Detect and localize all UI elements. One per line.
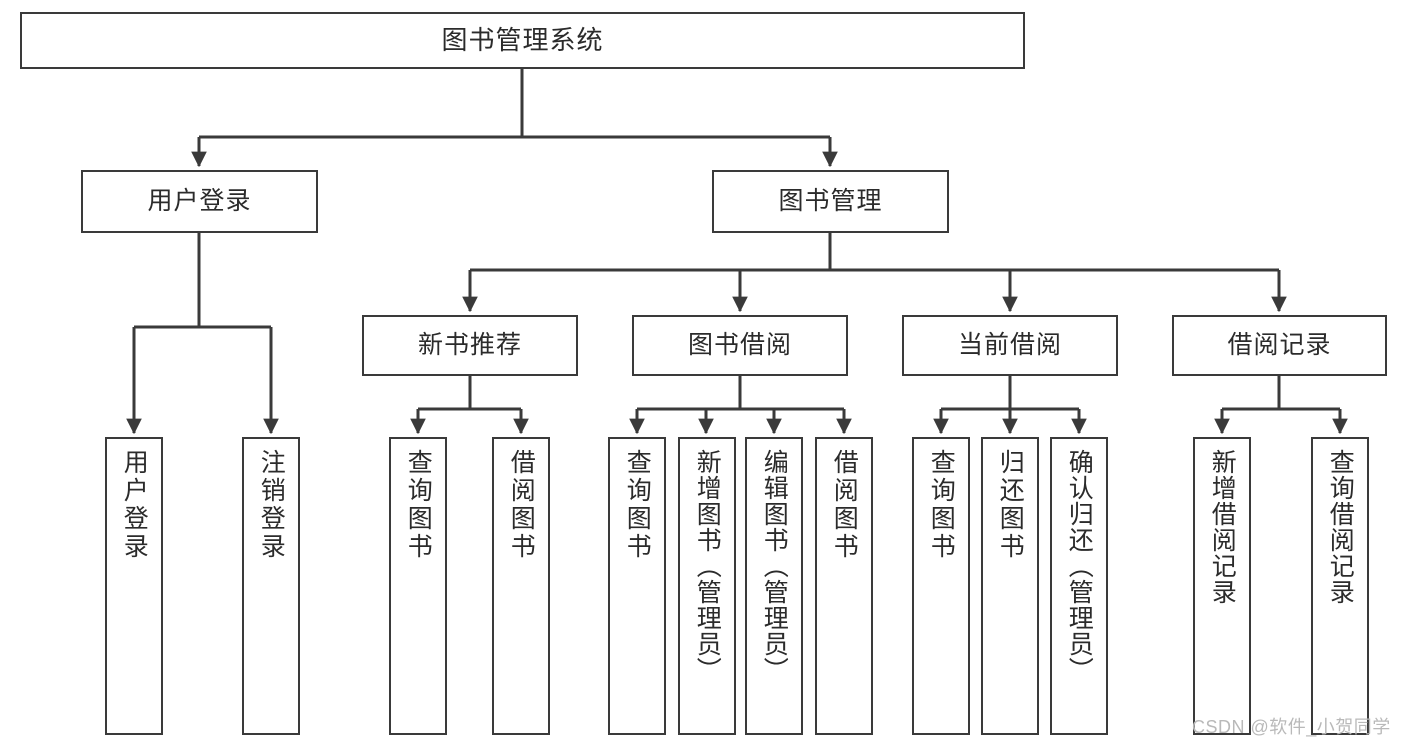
node-current-borrow-label: 当前借阅 [957, 330, 1062, 359]
node-book-management[interactable]: 图书管理 [712, 170, 949, 233]
leaf-edit-book-label: 编辑图书（管理员） [760, 449, 789, 683]
leaf-edit-book[interactable]: 编辑图书（管理员） [745, 437, 803, 735]
leaf-add-record[interactable]: 新增借阅记录 [1193, 437, 1251, 735]
leaf-user-login[interactable]: 用户登录 [105, 437, 163, 735]
node-book-management-label: 图书管理 [778, 186, 883, 215]
leaf-query-record-label: 查询借阅记录 [1326, 449, 1355, 605]
leaf-logout-login[interactable]: 注销登录 [242, 437, 300, 735]
node-user-login-label: 用户登录 [147, 186, 252, 215]
leaf-user-login-label: 用户登录 [120, 449, 149, 561]
leaf-query-record[interactable]: 查询借阅记录 [1311, 437, 1369, 735]
node-root[interactable]: 图书管理系统 [20, 12, 1025, 69]
node-borrow-record-label: 借阅记录 [1227, 330, 1332, 359]
node-new-book-recommend-label: 新书推荐 [417, 330, 522, 359]
leaf-logout-login-label: 注销登录 [257, 449, 286, 561]
leaf-add-book[interactable]: 新增图书（管理员） [678, 437, 736, 735]
node-current-borrow[interactable]: 当前借阅 [902, 315, 1118, 376]
leaf-confirm-return-label: 确认归还（管理员） [1065, 449, 1094, 683]
leaf-borrow-book-2[interactable]: 借阅图书 [815, 437, 873, 735]
leaf-query-book-3[interactable]: 查询图书 [912, 437, 970, 735]
leaf-query-book-1[interactable]: 查询图书 [389, 437, 447, 735]
node-borrow-record[interactable]: 借阅记录 [1172, 315, 1387, 376]
node-book-borrow-label: 图书借阅 [687, 330, 792, 359]
leaf-add-record-label: 新增借阅记录 [1208, 449, 1237, 605]
leaf-return-book[interactable]: 归还图书 [981, 437, 1039, 735]
leaf-add-book-label: 新增图书（管理员） [693, 449, 722, 683]
leaf-confirm-return[interactable]: 确认归还（管理员） [1050, 437, 1108, 735]
node-user-login[interactable]: 用户登录 [81, 170, 318, 233]
node-book-borrow[interactable]: 图书借阅 [632, 315, 848, 376]
leaf-query-book-1-label: 查询图书 [404, 449, 433, 561]
node-new-book-recommend[interactable]: 新书推荐 [362, 315, 578, 376]
leaf-borrow-book-1-label: 借阅图书 [507, 449, 536, 561]
leaf-borrow-book-1[interactable]: 借阅图书 [492, 437, 550, 735]
leaf-query-book-3-label: 查询图书 [927, 449, 956, 561]
leaf-borrow-book-2-label: 借阅图书 [830, 449, 859, 561]
leaf-return-book-label: 归还图书 [996, 449, 1025, 561]
leaf-query-book-2[interactable]: 查询图书 [608, 437, 666, 735]
leaf-query-book-2-label: 查询图书 [623, 449, 652, 561]
node-root-label: 图书管理系统 [441, 25, 604, 56]
